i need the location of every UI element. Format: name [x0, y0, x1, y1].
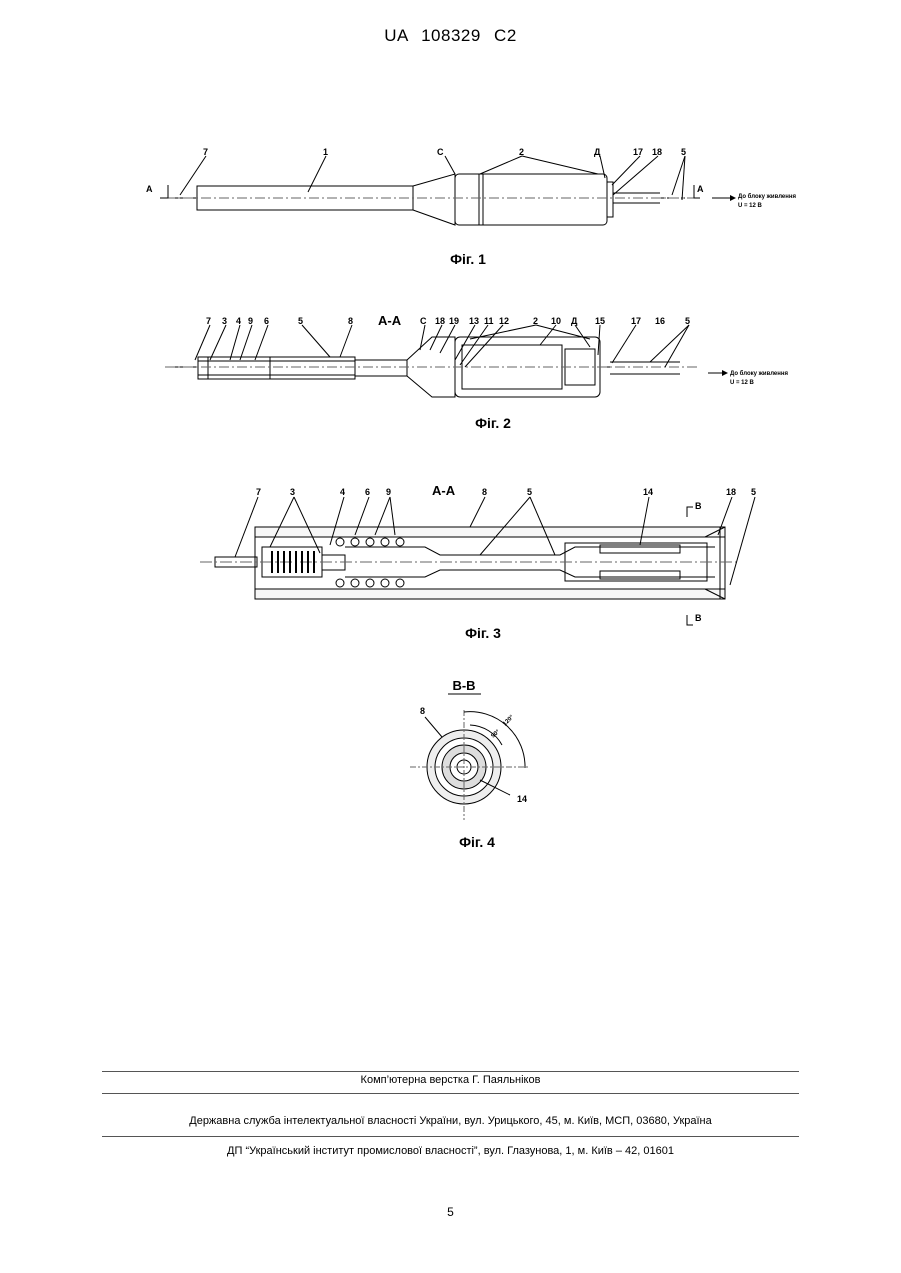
label-c: С: [420, 316, 427, 326]
label-5: 5: [681, 147, 686, 157]
footer-office: Державна служба інтелектуальної власност…: [102, 1115, 799, 1127]
power-note-1: До блоку живлення: [738, 193, 797, 200]
figure-1: 7 1 С 2 Д 17 18 5 А А До блоку живлення …: [0, 140, 901, 275]
label-5: 5: [527, 487, 532, 497]
label-5b: 5: [751, 487, 756, 497]
label-3: 3: [222, 316, 227, 326]
label-8: 8: [482, 487, 487, 497]
figure-1-caption: Фіг. 1: [450, 251, 486, 267]
figure-3: 7 3 4 6 9 А-А 8 5 14 18 5 В В Фіг. 3: [0, 475, 901, 645]
footer-layout-credit: Комп’ютерна верстка Г. Паяльніков: [102, 1074, 799, 1086]
label-14: 14: [643, 487, 653, 497]
footer-rule-3: [102, 1136, 799, 1137]
label-8: 8: [348, 316, 353, 326]
power-note-2: U = 12 В: [738, 203, 763, 209]
figure-4-caption: Фіг. 4: [459, 834, 495, 850]
figure-3-caption: Фіг. 3: [465, 625, 501, 641]
label-4: 4: [236, 316, 241, 326]
footer-rule-1: [102, 1071, 799, 1072]
label-9: 9: [386, 487, 391, 497]
section-mark-left: А: [146, 184, 153, 194]
label-7: 7: [203, 147, 208, 157]
document-id: UA 108329 C2: [0, 26, 901, 46]
section-title-a-a: А-А: [378, 313, 402, 328]
section-mark-right: А: [697, 184, 704, 194]
label-d: Д: [571, 316, 578, 326]
label-18: 18: [726, 487, 736, 497]
label-10: 10: [551, 316, 561, 326]
figure-4: В-В 8 14 120° 90° Фіг. 4: [0, 670, 901, 860]
label-17: 17: [631, 316, 641, 326]
label-14: 14: [517, 794, 527, 804]
label-7: 7: [206, 316, 211, 326]
page-number: 5: [0, 1205, 901, 1219]
label-5b: 5: [685, 316, 690, 326]
label-7: 7: [256, 487, 261, 497]
label-15: 15: [595, 316, 605, 326]
label-6: 6: [365, 487, 370, 497]
power-note-2: U = 12 В: [730, 380, 755, 386]
angle-120: 120°: [502, 714, 515, 727]
label-c: С: [437, 147, 444, 157]
label-4: 4: [340, 487, 345, 497]
label-18: 18: [435, 316, 445, 326]
section-mark-top: В: [695, 501, 702, 511]
label-13: 13: [469, 316, 479, 326]
label-9: 9: [248, 316, 253, 326]
label-11: 11: [484, 316, 494, 326]
footer-rule-2: [102, 1093, 799, 1094]
label-16: 16: [655, 316, 665, 326]
label-1: 1: [323, 147, 328, 157]
footer-institute: ДП “Український інститут промислової вла…: [102, 1145, 799, 1157]
figure-2-caption: Фіг. 2: [475, 415, 511, 431]
label-19: 19: [449, 316, 459, 326]
label-18: 18: [652, 147, 662, 157]
power-note-1: До блоку живлення: [730, 370, 789, 377]
section-mark-bottom: В: [695, 613, 702, 623]
section-title-a-a: А-А: [432, 483, 456, 498]
label-17: 17: [633, 147, 643, 157]
figure-2: 7 3 4 9 6 5 8 А-А С 18 19 13 11 12 2 10 …: [0, 305, 901, 435]
label-6: 6: [264, 316, 269, 326]
label-12: 12: [499, 316, 509, 326]
label-d: Д: [594, 147, 601, 157]
section-title-b-b: В-В: [452, 678, 475, 693]
label-5: 5: [298, 316, 303, 326]
label-2: 2: [533, 316, 538, 326]
label-2: 2: [519, 147, 524, 157]
label-3: 3: [290, 487, 295, 497]
label-8: 8: [420, 706, 425, 716]
angle-90: 90°: [490, 729, 501, 740]
